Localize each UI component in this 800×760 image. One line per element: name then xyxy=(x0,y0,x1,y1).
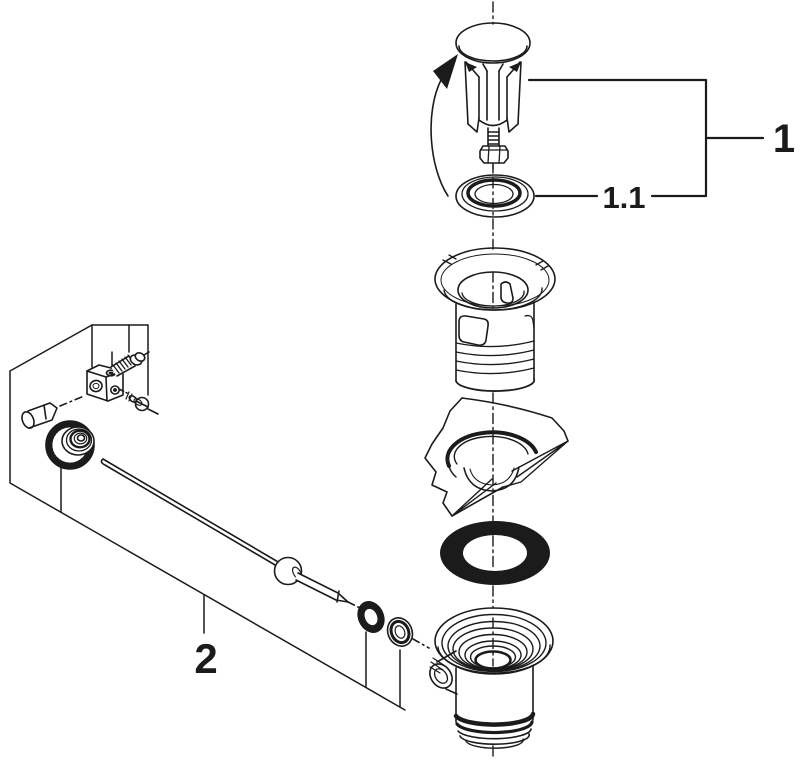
set-screw-lower xyxy=(118,388,159,415)
knurled-nut xyxy=(45,420,95,470)
callout-label-1: 1 xyxy=(773,117,795,161)
diagram-art xyxy=(9,1,765,759)
callout-label-2: 2 xyxy=(194,635,217,682)
rotation-arrow xyxy=(430,54,458,197)
callout-label-1-1: 1.1 xyxy=(602,180,645,215)
rod-axis-dash xyxy=(412,638,430,649)
cone-plug xyxy=(21,395,85,429)
popup-plug xyxy=(455,22,531,170)
pivot-ball xyxy=(273,556,303,586)
lift-rod xyxy=(100,458,361,609)
seal-ring xyxy=(455,174,535,218)
basin-cutout xyxy=(424,397,569,517)
set-screw-upper xyxy=(110,351,150,377)
rod-o-ring xyxy=(357,601,385,633)
drain-body xyxy=(429,607,554,749)
drain-flange xyxy=(434,247,556,392)
callout-bracket-1 xyxy=(527,78,765,198)
o-ring-gasket xyxy=(440,521,550,585)
rod-washer xyxy=(386,617,414,647)
parts-frame xyxy=(9,324,406,711)
